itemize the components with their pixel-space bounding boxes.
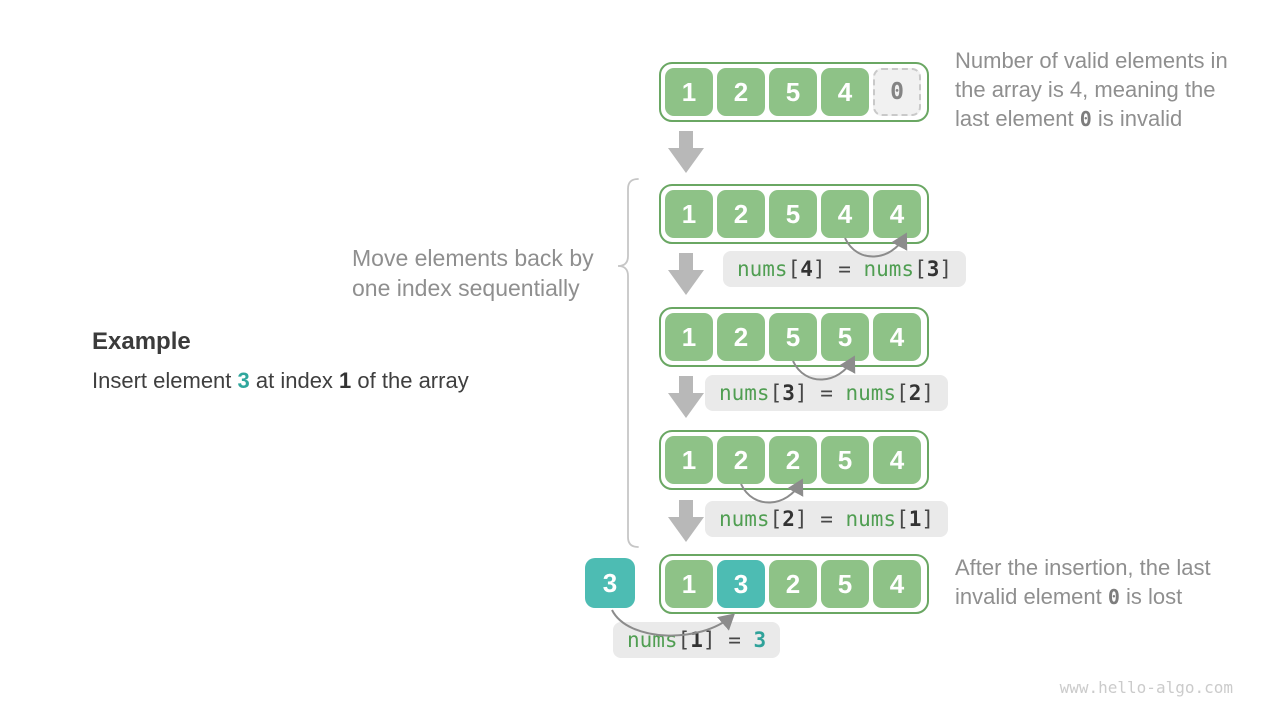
move-note-line2: one index sequentially: [352, 275, 580, 301]
code-equals: =: [807, 381, 846, 405]
example-heading: Example: [92, 328, 191, 355]
example-description: Insert element 3 at index 1 of the array: [92, 368, 469, 394]
code-bracket: ]: [812, 257, 826, 281]
code-bracket: ]: [794, 381, 808, 405]
array-cell: 1: [665, 313, 713, 361]
array-cell: 5: [821, 560, 869, 608]
code-fn: nums: [863, 257, 915, 281]
inline-code-zero: 0: [1107, 585, 1120, 609]
array-cell: 2: [717, 68, 765, 116]
move-arc-icon: [844, 232, 908, 258]
code-bracket: ]: [794, 507, 808, 531]
code-fn: nums: [737, 257, 788, 281]
top-note-line3: last element 0 is invalid: [955, 104, 1265, 134]
array-cell: 5: [821, 313, 869, 361]
array-row-2: 1 2 5 4 4: [659, 184, 929, 244]
inline-code-zero: 0: [1079, 107, 1092, 131]
code-label-4: nums[1] = 3: [613, 622, 781, 658]
code-fn: nums: [719, 381, 770, 405]
example-text: Insert element: [92, 368, 238, 393]
code-equals: =: [807, 507, 846, 531]
code-bracket: ]: [921, 507, 935, 531]
code-bracket: [: [896, 381, 909, 405]
array-cell: 1: [665, 190, 713, 238]
code-index: 1: [908, 507, 922, 531]
array-cell: 5: [769, 190, 817, 238]
down-arrow-icon: [668, 500, 704, 542]
code-bracket: ]: [702, 628, 716, 652]
bottom-note-text: invalid element: [955, 584, 1108, 609]
move-note-line1: Move elements back by: [352, 245, 594, 271]
code-equals: =: [825, 257, 864, 281]
code-fn: nums: [719, 507, 770, 531]
move-arc-icon: [792, 355, 856, 381]
top-note: Number of valid elements in the array is…: [955, 46, 1265, 134]
top-note-line1: Number of valid elements in: [955, 48, 1228, 73]
move-note: Move elements back by one index sequenti…: [352, 243, 594, 303]
brace-icon: [617, 178, 639, 548]
bottom-note-line1: After the insertion, the last: [955, 555, 1211, 580]
code-fn: nums: [845, 381, 897, 405]
array-cell: 4: [821, 68, 869, 116]
invalid-cell: 0: [873, 68, 921, 116]
code-index: 4: [800, 257, 813, 281]
code-label-2: nums[3] = nums[2]: [705, 375, 949, 411]
code-bracket: [: [914, 257, 927, 281]
array-cell: 2: [769, 560, 817, 608]
move-arc-icon: [740, 478, 804, 504]
code-label-3: nums[2] = nums[1]: [705, 501, 949, 537]
down-arrow-icon: [668, 253, 704, 295]
array-cell: 5: [769, 68, 817, 116]
array-row-1: 1 2 5 4 0: [659, 62, 929, 122]
array-cell: 4: [821, 190, 869, 238]
array-cell: 2: [717, 190, 765, 238]
code-bracket: [: [896, 507, 909, 531]
array-cell: 5: [821, 436, 869, 484]
code-index: 2: [782, 507, 795, 531]
inserted-cell: 3: [717, 560, 765, 608]
array-cell: 1: [665, 436, 713, 484]
code-index: 3: [782, 381, 795, 405]
bottom-note-line2: invalid element 0 is lost: [955, 582, 1265, 612]
top-note-line2: the array is 4, meaning the: [955, 77, 1216, 102]
code-bracket: [: [769, 381, 783, 405]
code-fn: nums: [845, 507, 897, 531]
code-bracket: [: [787, 257, 801, 281]
code-label-1: nums[4] = nums[3]: [723, 251, 967, 287]
array-cell: 4: [873, 313, 921, 361]
top-note-text: is invalid: [1091, 106, 1183, 131]
code-index: 3: [926, 257, 940, 281]
array-cell: 2: [769, 436, 817, 484]
down-arrow-icon: [668, 376, 704, 418]
code-equals: =: [715, 628, 754, 652]
array-cell: 2: [717, 436, 765, 484]
example-insert-value: 3: [237, 368, 250, 393]
code-bracket: ]: [921, 381, 935, 405]
example-text: of the array: [351, 368, 469, 393]
array-cell: 4: [873, 190, 921, 238]
array-cell: 4: [873, 560, 921, 608]
watermark: www.hello-algo.com: [1059, 678, 1233, 697]
down-arrow-icon: [668, 131, 704, 173]
array-cell: 1: [665, 68, 713, 116]
bottom-note: After the insertion, the last invalid el…: [955, 553, 1265, 612]
code-index: 2: [908, 381, 922, 405]
code-bracket: ]: [939, 257, 953, 281]
code-bracket: [: [769, 507, 783, 531]
example-text: at index: [249, 368, 340, 393]
array-cell: 2: [717, 313, 765, 361]
insert-arc-icon: [611, 609, 736, 637]
top-note-text: last element: [955, 106, 1080, 131]
array-cell: 4: [873, 436, 921, 484]
array-cell: 5: [769, 313, 817, 361]
code-fn: nums: [627, 628, 678, 652]
array-row-5: 1 3 2 5 4: [659, 554, 929, 614]
example-insert-index: 1: [339, 368, 352, 393]
code-value: 3: [753, 628, 767, 652]
bottom-note-text: is lost: [1119, 584, 1183, 609]
array-row-3: 1 2 5 5 4: [659, 307, 929, 367]
array-cell: 1: [665, 560, 713, 608]
insert-value-box: 3: [585, 558, 635, 608]
